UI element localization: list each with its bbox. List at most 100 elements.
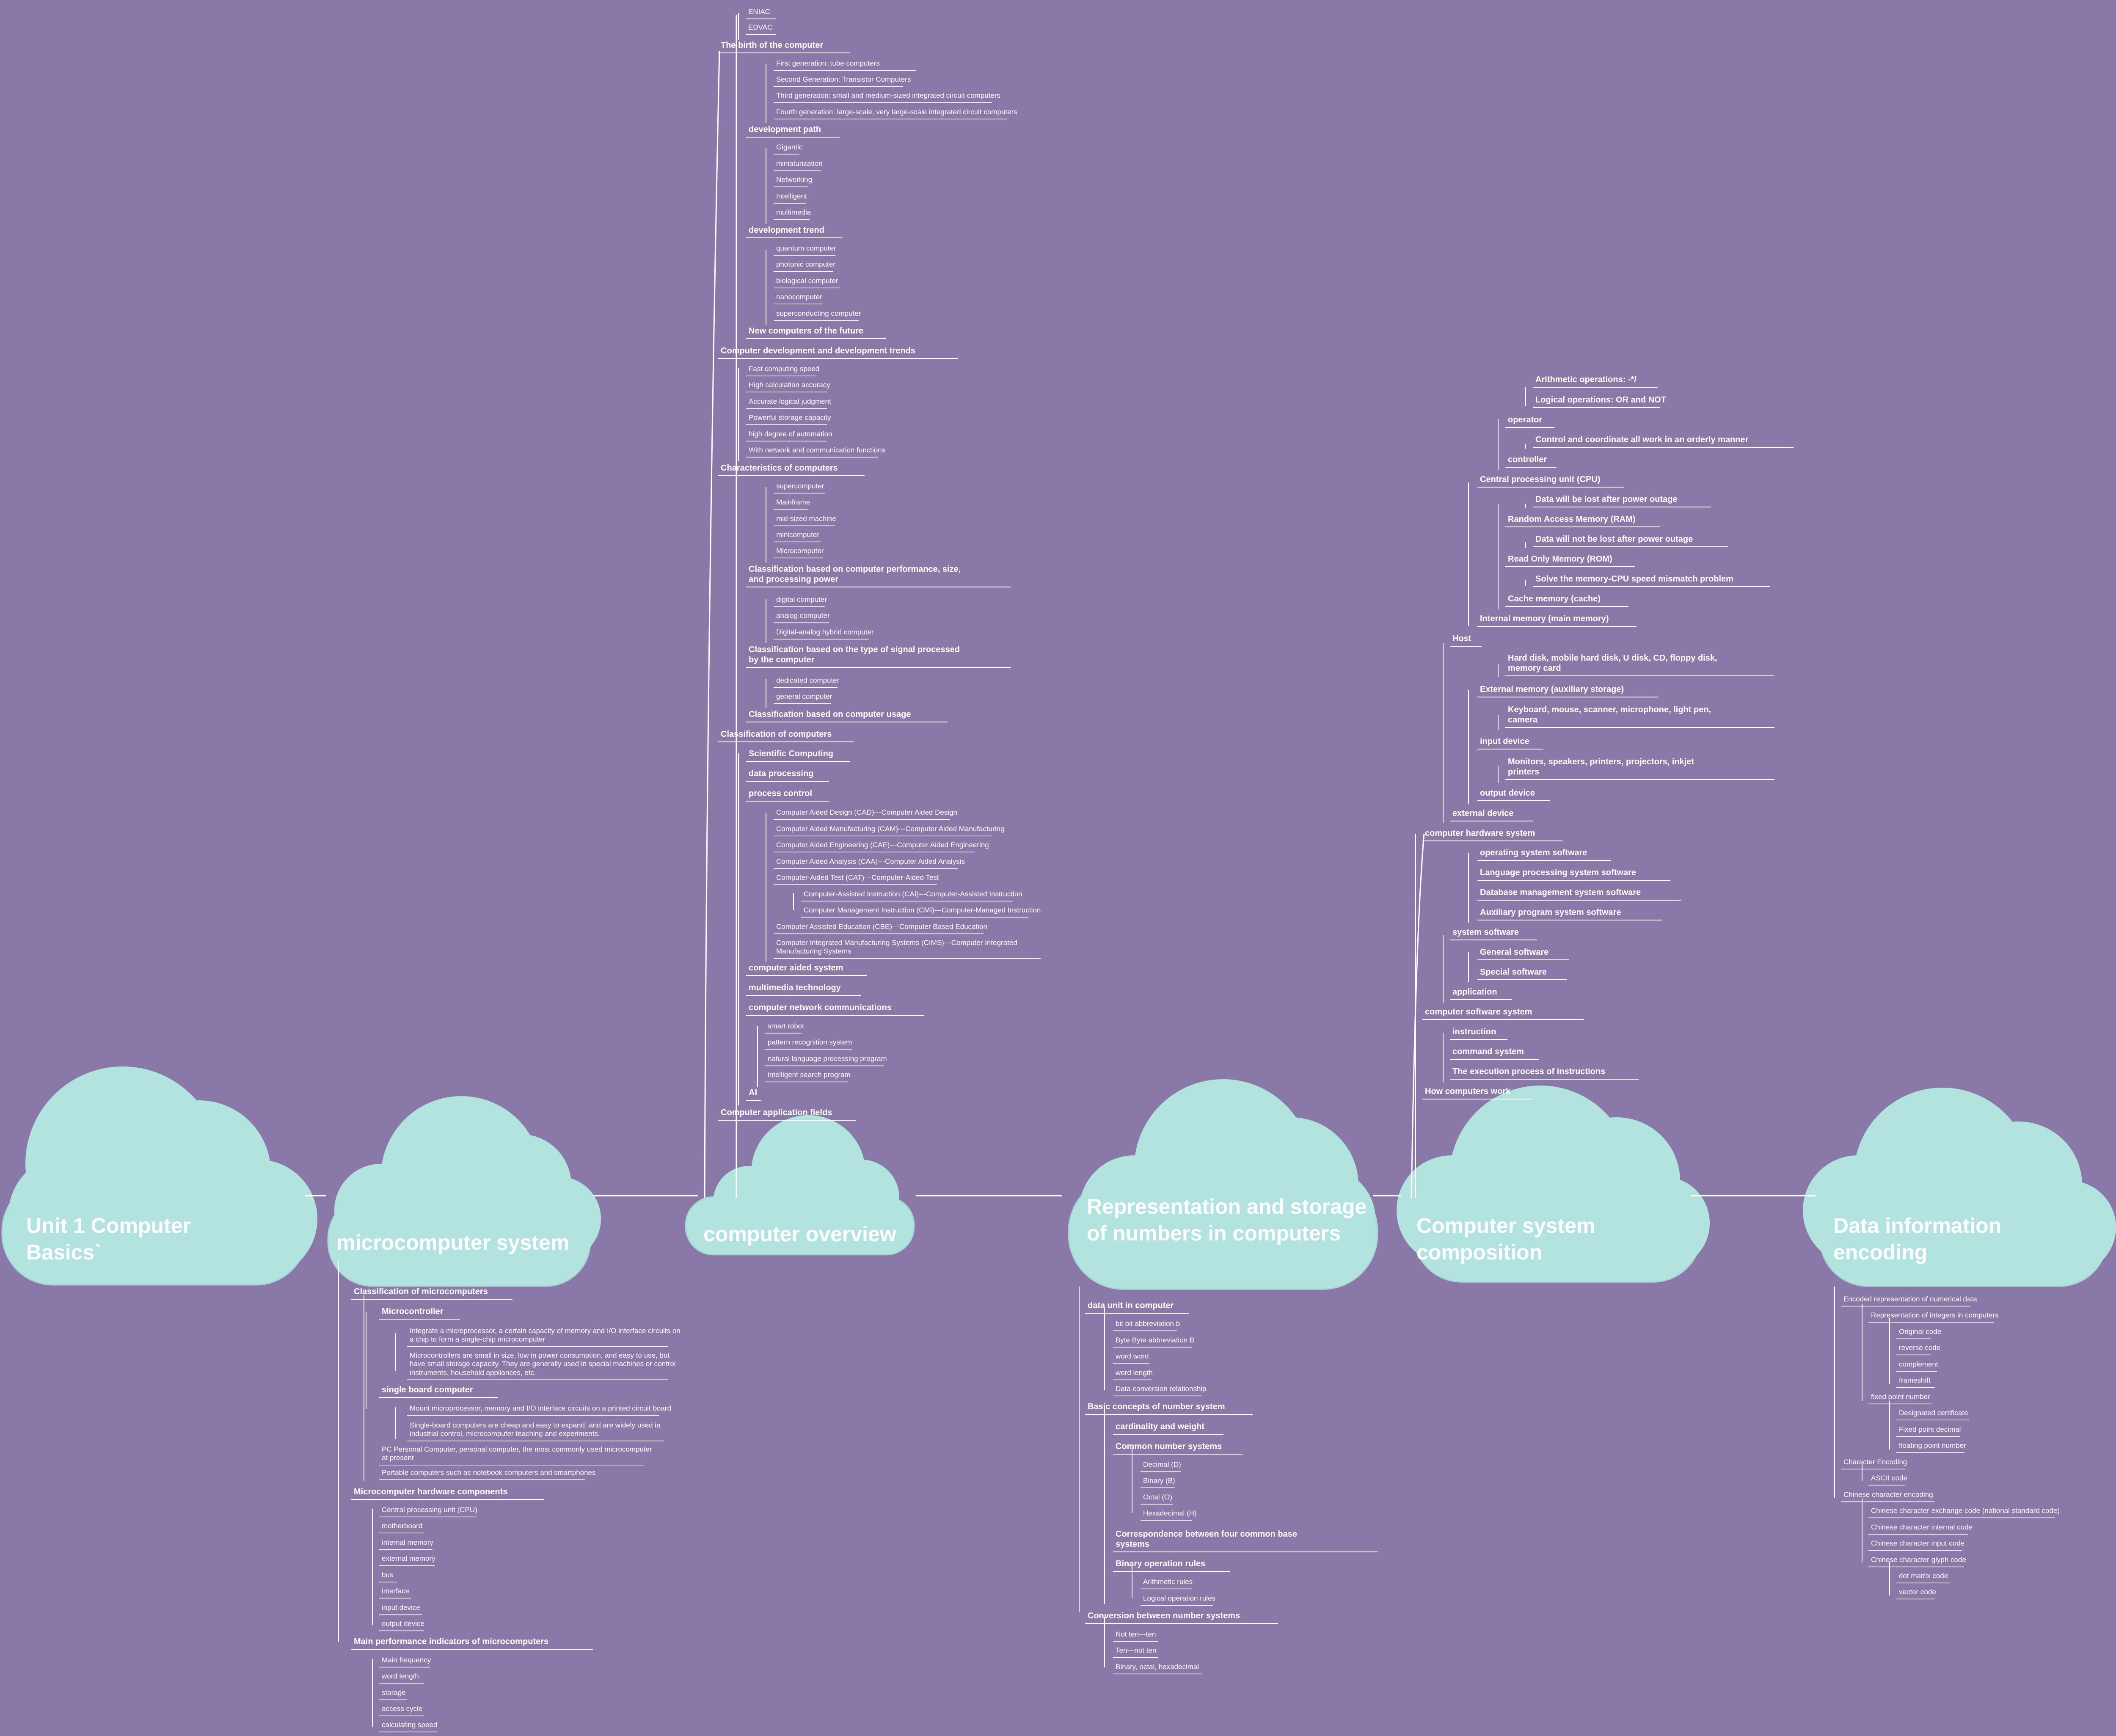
enc-node: vector code: [1899, 1588, 1936, 1596]
enc-node: Chinese character internal code: [1871, 1523, 1973, 1531]
comp-node: Data will not be lost after power outage: [1535, 535, 1693, 544]
topic-title: Computer system composition: [1416, 1214, 1595, 1264]
micro-node: Mount microprocessor, memory and I/O int…: [410, 1404, 671, 1412]
topic-title: Data information encoding: [1833, 1214, 2002, 1264]
overview-node: Computer-Assisted Instruction (CAI)---Co…: [804, 890, 1022, 898]
overview-node: Gigantic: [776, 143, 803, 151]
overview-node: New computers of the future: [749, 326, 864, 336]
repr-node: Not ten---ten: [1116, 1630, 1156, 1638]
overview-node: photonic computer: [776, 260, 835, 268]
overview-node: development trend: [749, 226, 824, 235]
overview-node: Microcomputer: [776, 547, 824, 555]
micro-node: input device: [382, 1604, 420, 1612]
topic-title: computer overview: [703, 1222, 896, 1246]
repr-node: Binary (B): [1143, 1477, 1175, 1485]
topic-cloud-4: [1397, 1086, 1710, 1283]
overview-node: multimedia technology: [749, 983, 841, 992]
topic-cloud-2: [685, 1115, 915, 1256]
micro-node: Integrate a microprocessor, a certain ca…: [410, 1327, 681, 1344]
overview-node: data processing: [749, 769, 814, 778]
topic-title: Unit 1 Computer Basics`: [26, 1214, 191, 1264]
comp-node: The execution process of instructions: [1452, 1067, 1606, 1076]
overview-node: Powerful storage capacity: [749, 413, 831, 422]
comp-node: input device: [1480, 737, 1529, 746]
topic-cloud-3: [1068, 1079, 1378, 1290]
comp-node: Special software: [1480, 967, 1547, 977]
overview-node: Intelligent: [776, 192, 807, 200]
overview-node: Characteristics of computers: [721, 463, 838, 473]
enc-node: Fixed point decimal: [1899, 1425, 1961, 1433]
overview-node: nanocomputer: [776, 293, 822, 301]
comp-node: application: [1452, 987, 1497, 997]
overview-node: pattern recognition system: [768, 1038, 852, 1046]
repr-node: Data conversion relationship: [1116, 1385, 1207, 1393]
comp-node: Language processing system software: [1480, 868, 1637, 877]
micro-node: output device: [382, 1620, 425, 1628]
comp-node: Keyboard, mouse, scanner, microphone, li…: [1508, 705, 1711, 725]
overview-node: Computer development and development tre…: [721, 346, 916, 355]
micro-node: single board computer: [382, 1385, 473, 1394]
overview-node: AI: [749, 1088, 757, 1097]
overview-node: mid-sized machine: [776, 515, 836, 523]
micro-node: motherboard: [382, 1522, 423, 1530]
comp-node: General software: [1480, 948, 1549, 957]
overview-node: process control: [749, 789, 813, 798]
comp-node: Solve the memory-CPU speed mismatch prob…: [1535, 574, 1733, 584]
micro-node: Portable computers such as notebook comp…: [382, 1469, 596, 1477]
overview-node: Networking: [776, 176, 813, 184]
micro-node: Microcontrollers are small in size, low …: [410, 1351, 676, 1377]
overview-node: Fast computing speed: [749, 365, 820, 373]
overview-node: High calculation accuracy: [749, 381, 830, 389]
overview-node: digital computer: [776, 595, 827, 603]
micro-node: access cycle: [382, 1705, 423, 1713]
overview-node: Computer Aided Manufacturing (CAM)---Com…: [776, 825, 1005, 833]
repr-node: Correspondence between four common base …: [1116, 1529, 1297, 1549]
enc-node: dot matrix code: [1899, 1572, 1948, 1580]
repr-node: Hexadecimal (H): [1143, 1509, 1197, 1517]
micro-node: calculating speed: [382, 1721, 438, 1729]
overview-node: Computer Integrated Manufacturing System…: [776, 939, 1017, 956]
micro-node: Classification of microcomputers: [354, 1287, 488, 1296]
overview-node: ENIAC: [748, 8, 770, 16]
overview-node: analog computer: [776, 612, 830, 620]
overview-node: computer network communications: [749, 1003, 892, 1012]
enc-node: reverse code: [1899, 1344, 1941, 1352]
enc-node: ASCII code: [1871, 1474, 1907, 1482]
overview-node: supercomputer: [776, 482, 824, 490]
comp-node: output device: [1480, 788, 1535, 798]
overview-node: minicomputer: [776, 531, 820, 539]
comp-node: Hard disk, mobile hard disk, U disk, CD,…: [1508, 653, 1717, 673]
overview-node: With network and communication functions: [749, 446, 886, 454]
overview-node: Second Generation: Transistor Computers: [776, 75, 911, 83]
micro-node: internal memory: [382, 1538, 433, 1546]
comp-node: Cache memory (cache): [1508, 594, 1601, 603]
topic-cloud-1: [327, 1096, 601, 1287]
repr-node: Basic concepts of number system: [1088, 1402, 1225, 1411]
repr-node: data unit in computer: [1088, 1301, 1174, 1310]
overview-node: First generation: tube computers: [776, 59, 880, 67]
micro-node: interface: [382, 1587, 410, 1595]
repr-node: Binary, octal, hexadecimal: [1116, 1663, 1199, 1671]
overview-node: quantum computer: [776, 244, 836, 252]
overview-node: intelligent search program: [768, 1071, 851, 1079]
repr-node: word length: [1116, 1369, 1153, 1377]
micro-node: Microcomputer hardware components: [354, 1487, 508, 1496]
enc-node: Chinese character input code: [1871, 1539, 1965, 1547]
overview-node: Computer-Aided Test (CAT)---Computer-Aid…: [776, 874, 939, 882]
comp-node: operator: [1508, 415, 1543, 424]
repr-node: Decimal (D): [1143, 1460, 1181, 1469]
comp-node: controller: [1508, 455, 1547, 464]
repr-node: word word: [1116, 1352, 1149, 1360]
micro-node: PC Personal Computer, personal computer,…: [382, 1445, 652, 1462]
overview-node: computer aided system: [749, 963, 843, 973]
comp-node: How computers work: [1425, 1087, 1511, 1096]
overview-node: Mainframe: [776, 498, 810, 506]
overview-node: Classification of computers: [721, 730, 832, 739]
repr-node: Ten---not ten: [1116, 1646, 1157, 1654]
enc-node: Chinese character exchange code (nationa…: [1871, 1507, 2060, 1515]
overview-node: Computer Management Instruction (CMI)---…: [804, 906, 1041, 914]
enc-node: Designated certificate: [1899, 1409, 1968, 1417]
topic-title: microcomputer system: [336, 1231, 570, 1254]
